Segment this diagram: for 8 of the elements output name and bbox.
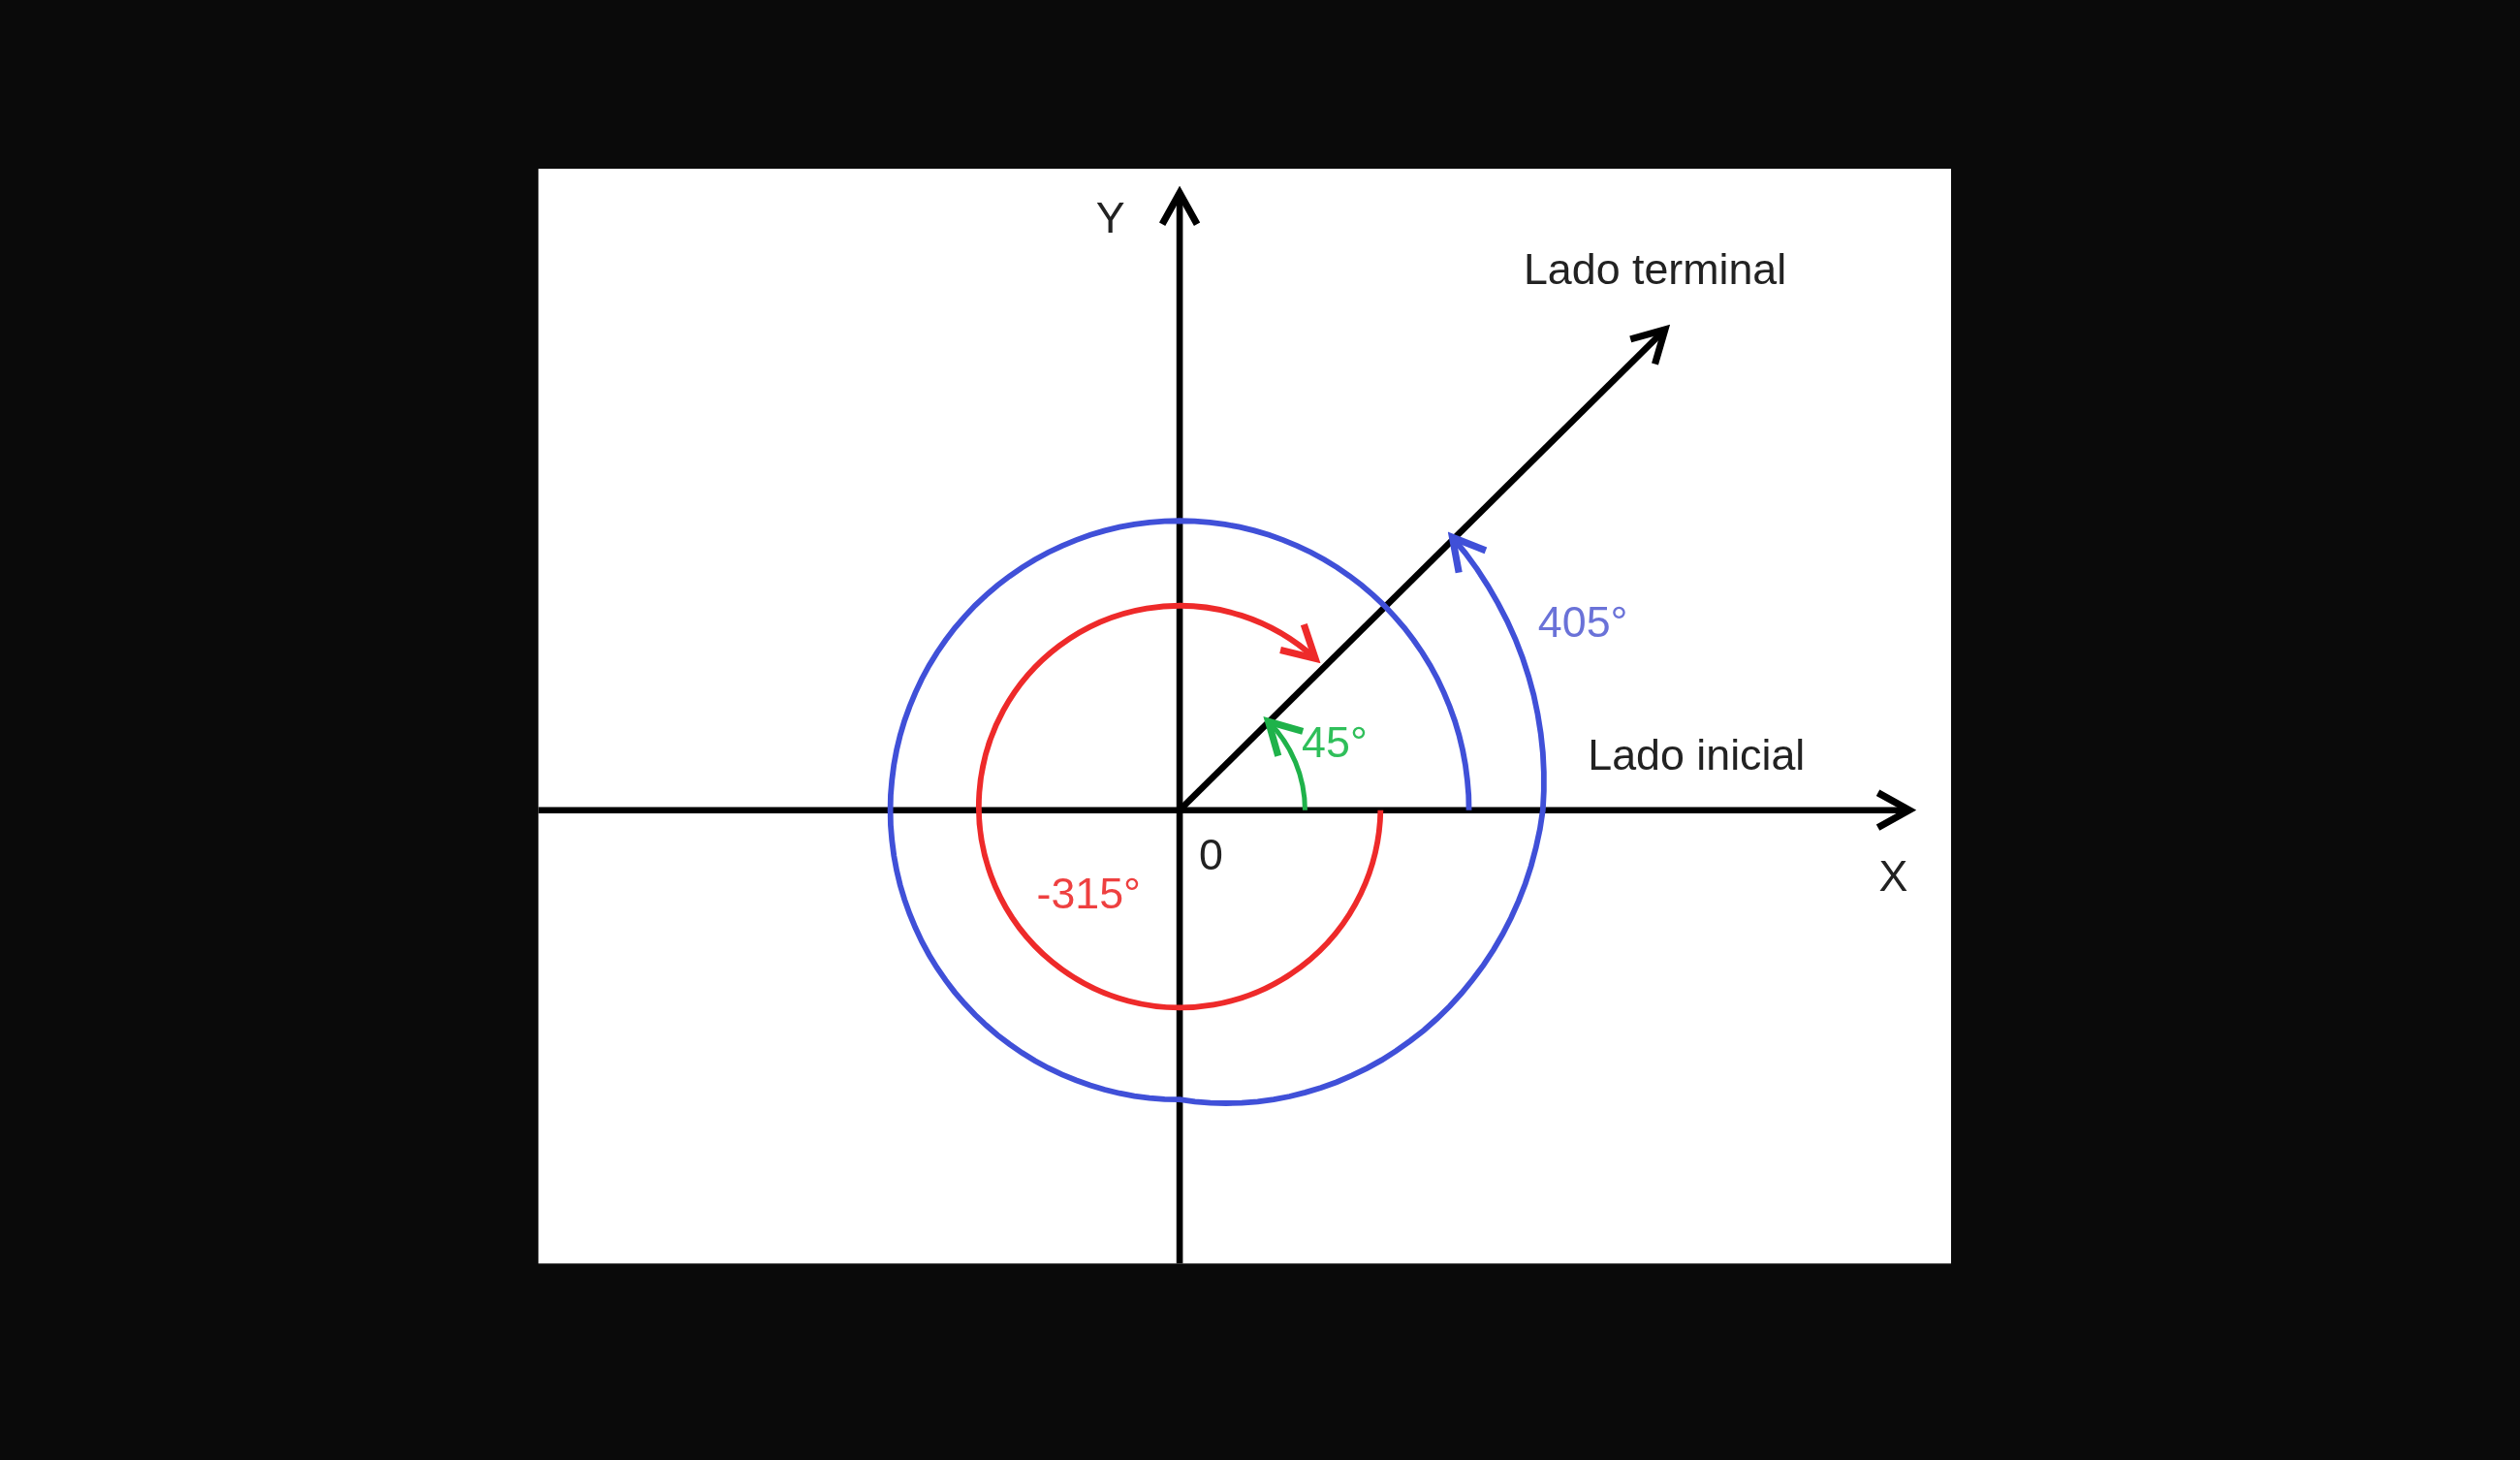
angle-label: 405° (1537, 601, 1628, 645)
axis-label: Y (1095, 197, 1125, 241)
origin-label: 0 (1199, 834, 1223, 878)
side-label: Lado inicial (1588, 734, 1806, 778)
axis-label: X (1878, 855, 1908, 899)
angle-label: -315° (1036, 873, 1142, 917)
side-label: Lado terminal (1523, 249, 1787, 293)
angle-label: 45° (1302, 721, 1368, 766)
